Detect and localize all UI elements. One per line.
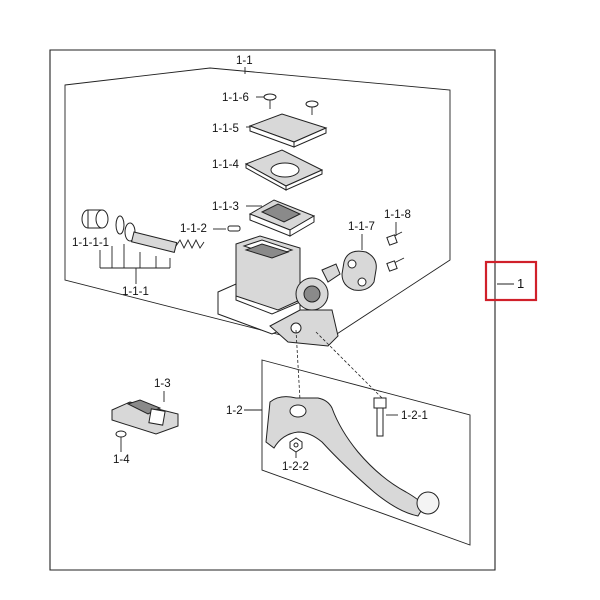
label-piston-kit-a: 1-1-1-1 [72,237,109,249]
pin-part [227,225,241,232]
switch-screw-part [115,430,127,444]
diaphragm-part [244,149,324,191]
label-switch: 1-3 [154,378,171,390]
master-cylinder-frame [64,67,451,346]
label-switch-screw: 1-4 [113,454,130,466]
label-cap: 1-1-5 [212,123,239,135]
master-cylinder-body [217,235,341,347]
label-lever-bolt: 1-2-1 [401,410,428,422]
plate-part [248,199,316,237]
screw-part [263,93,319,115]
piston-leaders [99,244,171,284]
lever-frame [261,359,471,546]
cap-part [248,113,328,148]
bracket-part [341,231,405,291]
outer-frame [49,49,496,571]
label-lever-nut: 1-2-2 [282,461,309,473]
label-master-cylinder: 1-1 [236,55,253,67]
label-plate: 1-1-3 [212,201,239,213]
piston-part [81,209,205,253]
label-screw: 1-1-6 [222,92,249,104]
align-dash-2 [315,331,385,401]
align-dash-1 [295,329,301,401]
lever-part [265,396,440,517]
highlight-box [484,260,538,302]
switch-part [111,399,179,435]
label-piston-kit: 1-1-1 [122,286,149,298]
label-assembly: 1 [517,276,524,291]
lever-nut-part [289,437,303,453]
label-lever: 1-2 [226,405,243,417]
label-bracket: 1-1-7 [348,221,375,233]
label-pin: 1-1-2 [180,223,207,235]
label-diaphragm: 1-1-4 [212,159,239,171]
label-bracket-bolt: 1-1-8 [384,209,411,221]
lever-bolt-part [373,397,387,437]
